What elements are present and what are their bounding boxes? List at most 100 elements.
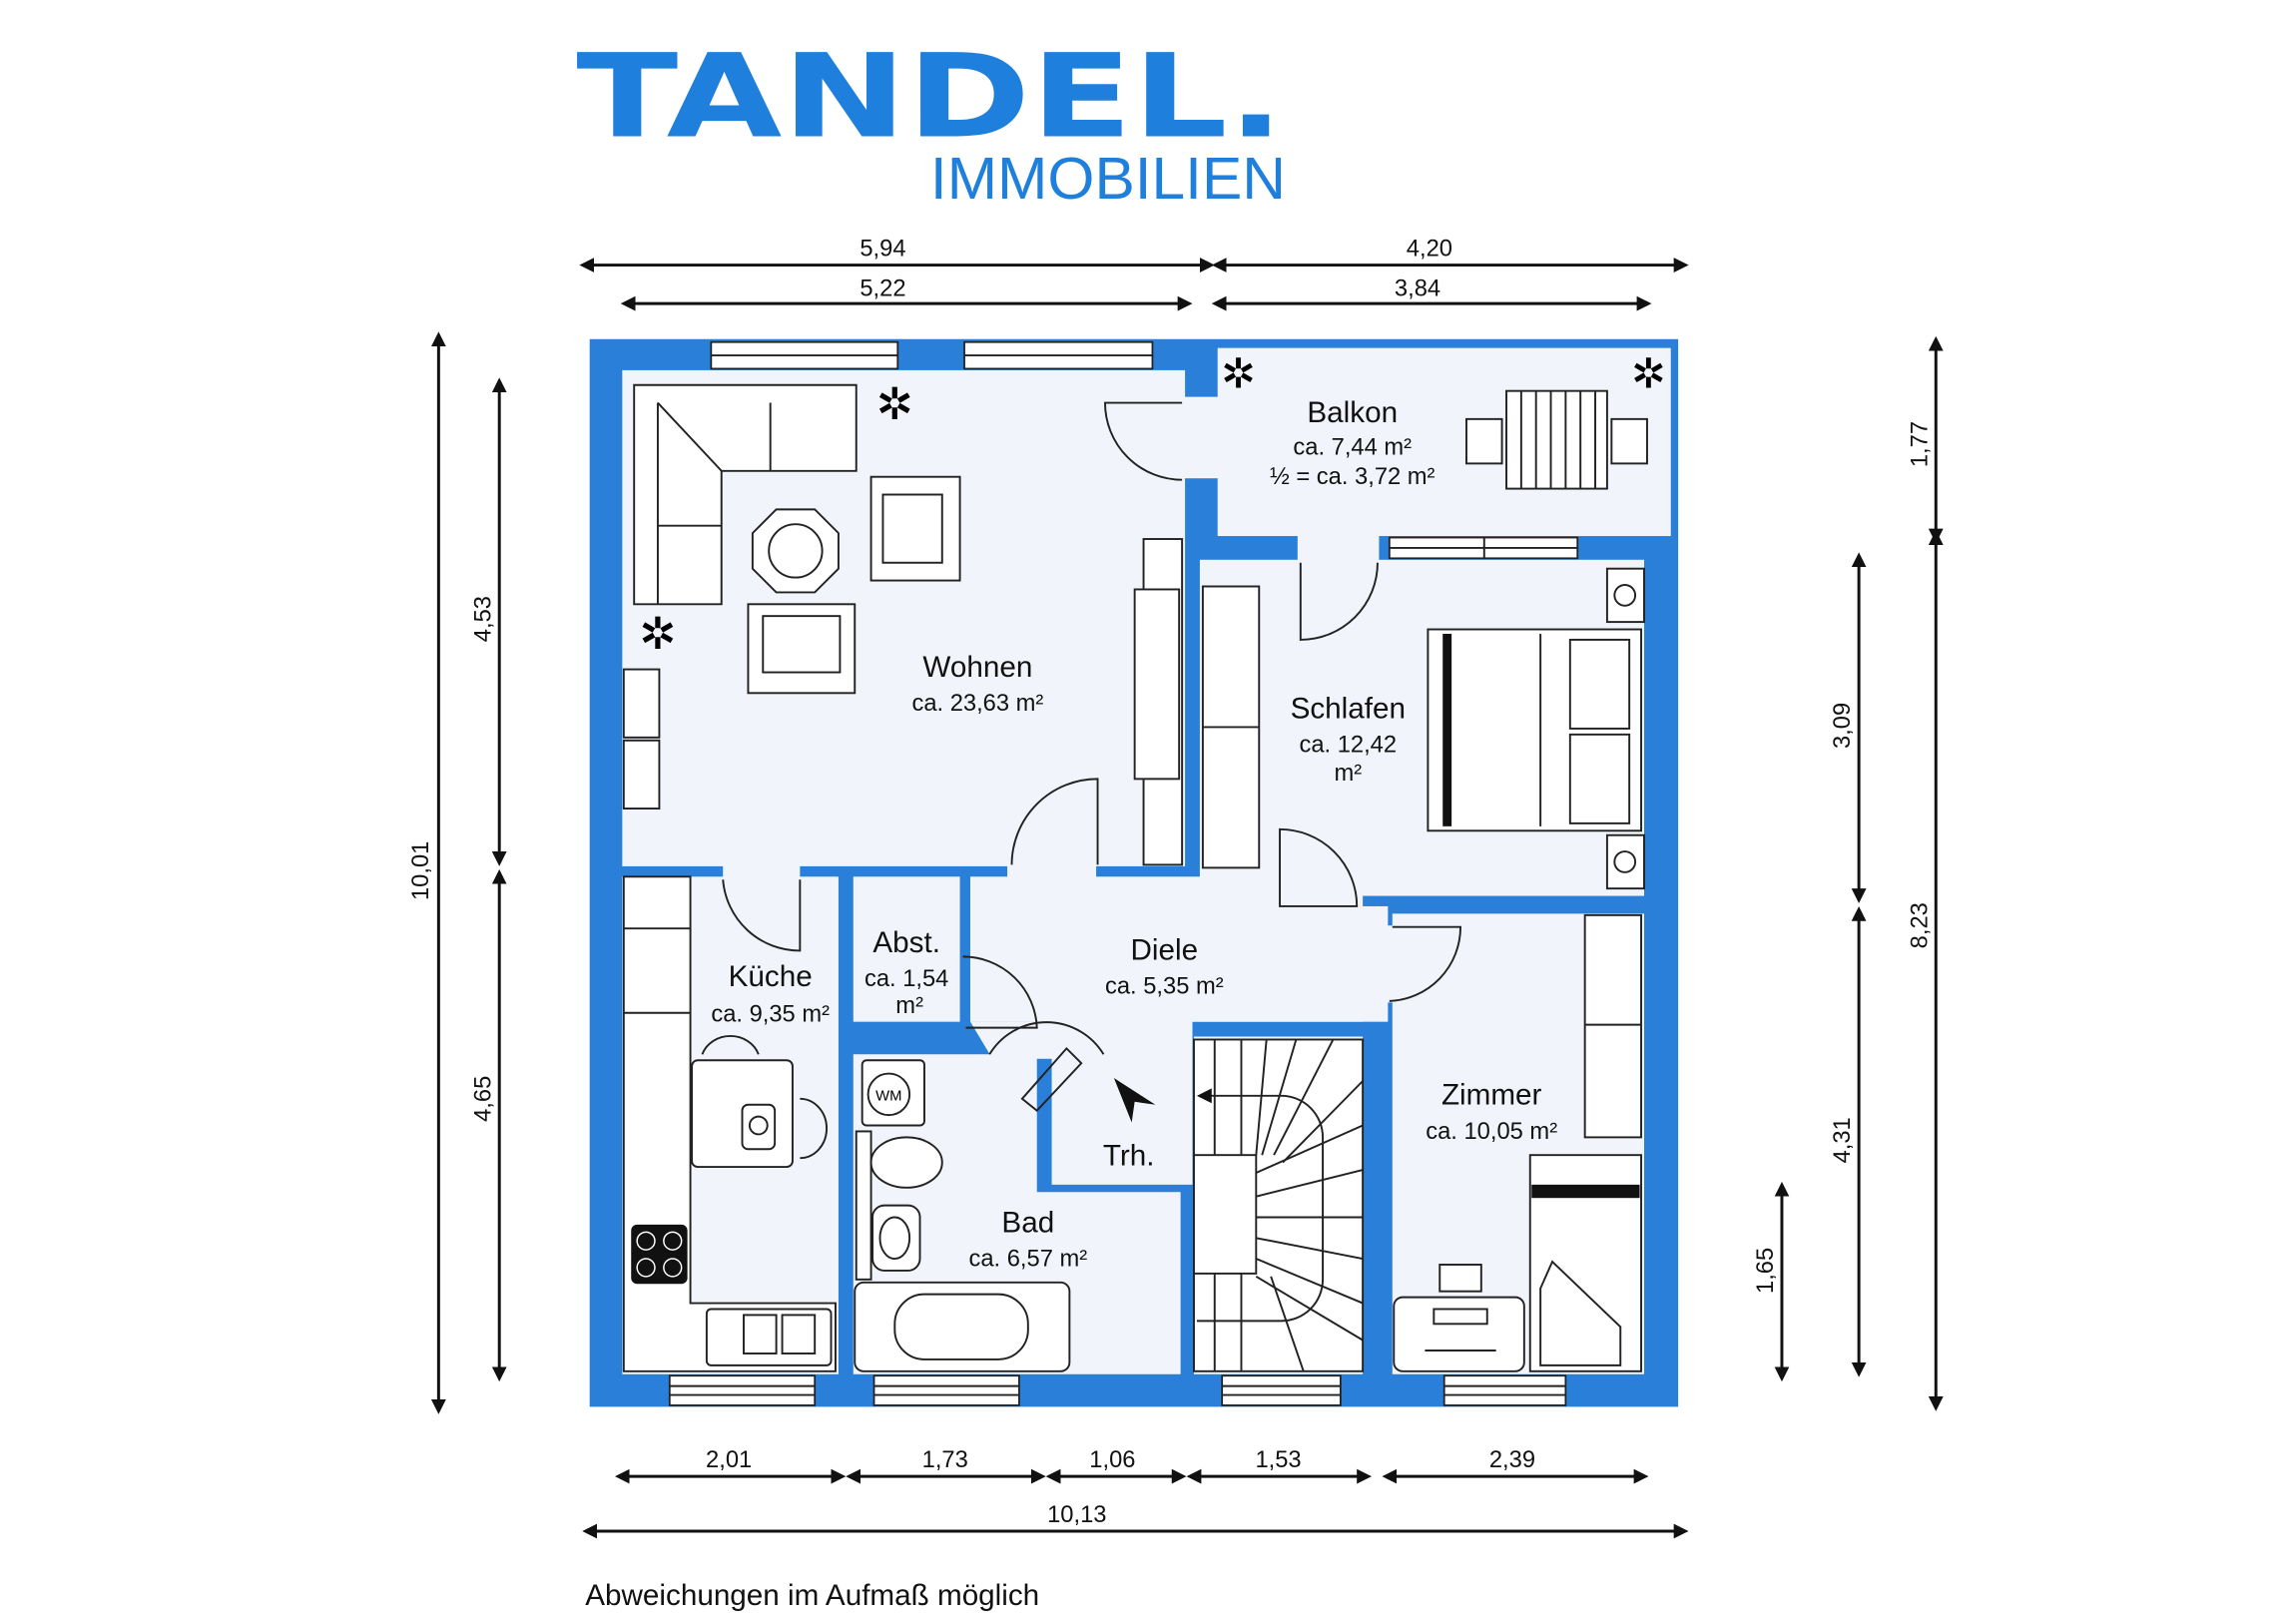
room-furniture-zimmer — [1393, 913, 1642, 1372]
toilet — [869, 1136, 943, 1189]
room-name-kueche: Küche — [729, 960, 813, 993]
room-area-wohnen: ca. 23,63 m² — [911, 691, 1043, 717]
dim-label: 4,65 — [470, 1076, 496, 1122]
room-labels: Wohnen ca. 23,63 m² Balkon ca. 7,44 m² ½… — [711, 396, 1557, 1273]
plant-icon: ✲ — [639, 609, 676, 659]
dim-label: 1,73 — [922, 1447, 968, 1473]
logo-brand: TANDEL. — [576, 30, 1284, 164]
door-schlafen — [1299, 562, 1379, 641]
room-area-balkon: ca. 7,44 m² — [1293, 434, 1412, 460]
floor-diele-notch — [969, 1021, 1126, 1059]
living-room-furniture: ✲ ✲ — [622, 379, 1184, 866]
wardrobe — [1583, 913, 1642, 1139]
floor-schlafen-door — [1297, 533, 1380, 563]
armchair — [869, 475, 961, 582]
bathroom-furniture: WM — [854, 1059, 1071, 1372]
shelf — [855, 1130, 872, 1281]
north-arrow-icon — [1113, 1078, 1156, 1123]
window — [1388, 536, 1579, 560]
floor-wohnen-door — [1007, 858, 1097, 880]
right-dimensions: 1,77 8,23 3,09 4,31 1,65 — [1753, 335, 1944, 1411]
floor-abst — [853, 876, 960, 1022]
room-area-kueche: ca. 9,35 m² — [711, 1002, 830, 1028]
dim-label: 1,65 — [1753, 1248, 1779, 1294]
coffee-table — [751, 508, 840, 594]
room-name-diele: Diele — [1131, 933, 1199, 966]
desk-chair — [1438, 1264, 1482, 1293]
armchair — [747, 603, 857, 695]
room-area-unit-schlafen: m² — [1334, 761, 1362, 787]
window — [872, 1374, 1020, 1406]
logo-subtitle: IMMOBILIEN — [930, 145, 1286, 212]
room-area-diele: ca. 5,35 m² — [1105, 973, 1224, 999]
logo: TANDEL. IMMOBILIEN — [576, 30, 1286, 211]
tv — [1133, 588, 1181, 781]
dim-label: 10,13 — [1047, 1502, 1106, 1528]
nightstand — [1605, 567, 1645, 624]
windows — [668, 340, 1579, 1406]
chair — [800, 1097, 828, 1160]
dim-label: 1,77 — [1907, 421, 1933, 467]
kitchen-furniture — [622, 875, 837, 1372]
dim-label: 4,20 — [1407, 237, 1452, 263]
chair — [701, 1035, 760, 1055]
washing-machine-label: WM — [875, 1088, 901, 1104]
dim-label: 2,39 — [1489, 1447, 1535, 1473]
door-bad — [988, 1021, 1105, 1112]
stair-landing — [1193, 1154, 1258, 1275]
floor-zimmer-door — [1377, 925, 1396, 1003]
window — [1221, 1374, 1342, 1406]
dim-label: 1,06 — [1089, 1447, 1135, 1473]
room-area-zimmer: ca. 10,05 m² — [1426, 1119, 1557, 1145]
bottom-dimensions: 2,01 1,73 1,06 1,53 2,39 10,13 — [582, 1447, 1689, 1539]
stair-direction-arrow — [1196, 1094, 1325, 1323]
plant-icon: ✲ — [876, 379, 913, 429]
shelf — [622, 668, 661, 739]
door-schlafen-diele — [1279, 827, 1359, 907]
balcony-table — [1505, 389, 1608, 490]
dim-label: 5,22 — [860, 276, 905, 302]
dim-label: 4,53 — [470, 596, 496, 642]
room-name-schlafen: Schlafen — [1291, 693, 1406, 726]
plant-icon: ✲ — [1221, 351, 1256, 397]
floor-kueche-door — [723, 861, 801, 880]
double-bed — [1427, 628, 1642, 832]
dim-label: 8,23 — [1907, 902, 1933, 948]
room-name-wohnen: Wohnen — [922, 651, 1032, 684]
room-area-unit-abst: m² — [895, 993, 923, 1019]
balcony-furniture: ✲ ✲ — [1221, 351, 1666, 490]
window — [668, 1374, 817, 1406]
bedroom-furniture — [1201, 567, 1645, 890]
dim-label: 4,31 — [1830, 1117, 1856, 1163]
room-area-abst: ca. 1,54 — [864, 966, 948, 992]
room-name-zimmer: Zimmer — [1441, 1079, 1542, 1112]
shelf — [622, 739, 661, 810]
keyboard — [1433, 1308, 1488, 1326]
door-wohnen — [1010, 778, 1099, 865]
stove — [631, 1224, 688, 1285]
door-balkon — [1104, 401, 1183, 481]
dim-label: 2,01 — [706, 1447, 752, 1473]
doors — [722, 401, 1461, 1112]
room-name-balkon: Balkon — [1307, 396, 1398, 429]
room-area-schlafen: ca. 12,42 — [1299, 733, 1397, 759]
left-dimensions: 10,01 4,53 4,65 — [408, 331, 507, 1414]
window — [963, 340, 1154, 370]
bathtub — [854, 1281, 1071, 1372]
nightstand — [1605, 833, 1645, 890]
balcony-chair — [1465, 417, 1503, 465]
kitchen-sink — [705, 1308, 833, 1366]
room-name-trh: Trh. — [1103, 1140, 1155, 1173]
door-zimmer — [1389, 925, 1461, 1002]
footer-note: Abweichungen im Aufmaß möglich — [585, 1579, 1039, 1612]
window — [1442, 1374, 1567, 1406]
door-kueche — [722, 879, 802, 952]
dim-label: 1,53 — [1255, 1447, 1301, 1473]
door-abst — [962, 955, 1038, 1029]
dim-label: 10,01 — [408, 841, 434, 900]
room-name-bad: Bad — [1001, 1206, 1054, 1239]
floor-diele-east — [1185, 905, 1389, 1022]
floor-balkon-door — [1177, 396, 1223, 479]
dim-label: 5,94 — [860, 237, 905, 263]
